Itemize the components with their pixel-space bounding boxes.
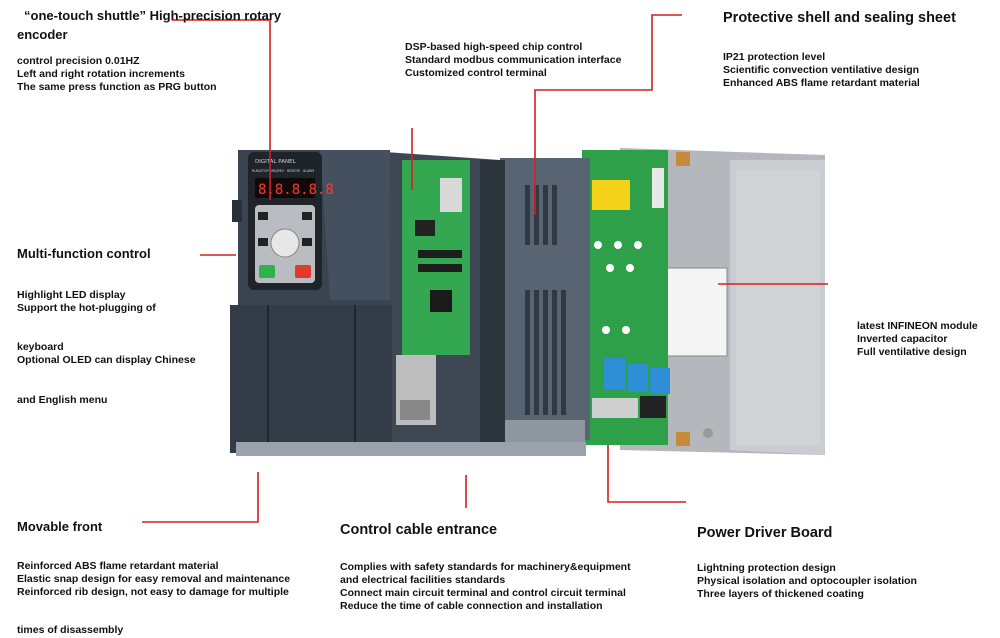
board-line: Lightning protection design <box>697 562 836 574</box>
dsp-line: Standard modbus communication interface <box>405 54 622 66</box>
encoder-line: The same press function as PRG button <box>17 81 217 93</box>
dsp-line: Customized control terminal <box>405 67 547 79</box>
run-button <box>259 265 275 278</box>
vented-shell <box>500 158 590 442</box>
dsp-control-board <box>396 160 470 425</box>
relay <box>604 358 626 390</box>
yellow-component <box>592 180 630 210</box>
infineon-module <box>664 267 728 357</box>
standoff-screw <box>676 432 690 446</box>
base-strip <box>236 442 586 456</box>
front-line: Elastic snap design for easy removal and… <box>17 573 291 585</box>
heatsink-chassis <box>620 148 825 455</box>
encoder-line: control precision 0.01HZ <box>17 55 140 67</box>
standoff-screw <box>676 152 690 166</box>
keypad-panel: DIGITAL PANEL RUN/STOP FWD/REV REMOTE AL… <box>248 152 334 290</box>
multifunction-line: and English menu <box>17 394 108 406</box>
leader-encoder <box>172 19 271 200</box>
shell-line: IP21 protection level <box>723 51 826 63</box>
shell-line: Enhanced ABS flame retardant material <box>723 77 920 89</box>
infineon-line: Inverted capacitor <box>857 333 948 345</box>
board-line: Physical isolation and optocoupler isola… <box>697 575 917 587</box>
board-description: Lightning protection design Physical iso… <box>697 562 917 601</box>
indicator-2: FWD/REV <box>269 169 285 173</box>
leader-shell <box>534 14 682 215</box>
encoder-title-2: encoder <box>17 27 68 42</box>
cable-title: Control cable entrance <box>340 522 498 538</box>
indicator-4: ALARM <box>303 169 314 173</box>
front-title: Movable front <box>17 519 103 534</box>
power-terminals <box>592 398 638 418</box>
board-line: Three layers of thickened coating <box>697 588 864 600</box>
front-description: Reinforced ABS flame retardant material … <box>17 560 290 599</box>
panel-label: DIGITAL PANEL <box>255 159 297 165</box>
cable-line: Reduce the time of cable connection and … <box>340 600 603 612</box>
rotary-encoder-knob <box>270 228 300 258</box>
cable-line: Connect main circuit terminal and contro… <box>340 587 626 599</box>
connector <box>440 178 462 212</box>
multifunction-line: keyboard <box>17 341 64 353</box>
led-digits: 8.8.8.8.8 <box>258 182 334 198</box>
infineon-description: latest INFINEON module Inverted capacito… <box>857 320 978 359</box>
cable-line: and electrical facilities standards <box>340 574 506 586</box>
indicator-1: RUN/STOP <box>252 169 268 173</box>
infineon-line: Full ventilative design <box>857 346 967 358</box>
encoder-title: “one-touch shuttle” High-precision rotar… <box>24 8 282 23</box>
infineon-line: latest INFINEON module <box>857 320 978 332</box>
encoder-description: control precision 0.01HZ Left and right … <box>17 55 217 94</box>
dsp-description: DSP-based high-speed chip control Standa… <box>405 41 621 80</box>
dsp-line: DSP-based high-speed chip control <box>405 41 583 53</box>
shell-description: IP21 protection level Scientific convect… <box>723 51 920 90</box>
front-line: Reinforced rib design, not easy to damag… <box>17 586 289 598</box>
leader-board <box>607 445 686 503</box>
front-line: Reinforced ABS flame retardant material <box>17 560 219 572</box>
multifunction-line: Optional OLED can display Chinese <box>17 354 196 366</box>
cable-description: Complies with safety standards for machi… <box>340 561 631 613</box>
multifunction-line: Support the hot-plugging of <box>17 302 156 314</box>
encoder-line: Left and right rotation increments <box>17 68 186 80</box>
cable-line: Complies with safety standards for machi… <box>340 561 631 573</box>
multifunction-title: Multi-function control <box>17 246 151 261</box>
indicator-3: REMOTE <box>287 169 300 173</box>
shell-title: Protective shell and sealing sheet <box>723 10 956 26</box>
power-driver-board <box>582 150 670 445</box>
stop-button <box>295 265 311 278</box>
dsp-chip <box>430 290 452 312</box>
leader-front <box>142 472 259 523</box>
front-line: times of disassembly <box>17 624 124 636</box>
leader-lines <box>142 14 828 523</box>
multifunction-line: Highlight LED display <box>17 289 126 301</box>
board-title: Power Driver Board <box>697 525 833 541</box>
shell-line: Scientific convection ventilative design <box>723 64 920 76</box>
